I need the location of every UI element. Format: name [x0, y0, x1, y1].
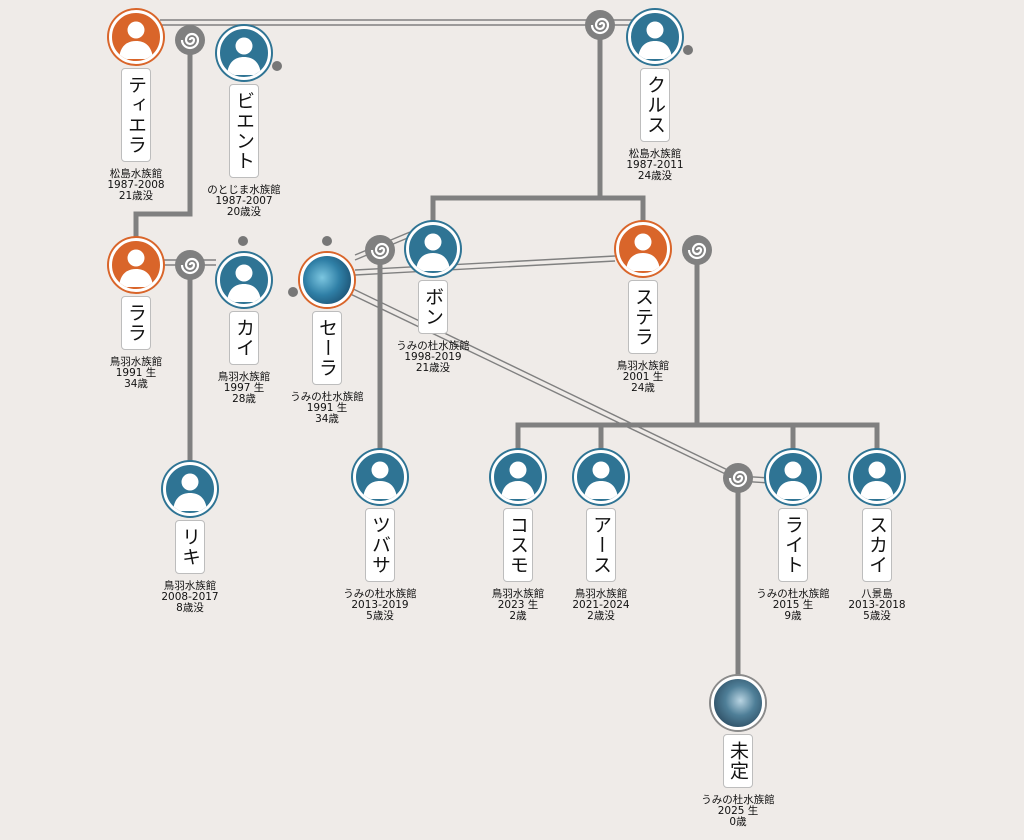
- person-age: 5歳没: [366, 610, 394, 622]
- person-years: 2025 生: [717, 805, 759, 817]
- person-age: 2歳: [509, 610, 527, 622]
- union-sutera: [682, 235, 712, 265]
- person-photo: [300, 253, 354, 307]
- union-tiera-biento: [175, 25, 205, 55]
- person-name: 未定: [723, 734, 753, 788]
- person-name: ララ: [121, 296, 151, 350]
- person-name: クルス: [640, 68, 670, 142]
- person-place: 鳥羽水族館: [163, 580, 217, 592]
- person-age: 28歳: [232, 393, 256, 405]
- person-place: うみの杜水族館: [343, 588, 417, 600]
- person-years: 1987-2008: [107, 179, 165, 191]
- person-age: 21歳没: [415, 362, 451, 374]
- person-name: ステラ: [628, 280, 658, 354]
- person-age: 2歳没: [587, 610, 615, 622]
- person-place: うみの杜水族館: [290, 391, 364, 403]
- person-age: 24歳: [631, 382, 655, 394]
- person-age: 24歳没: [637, 170, 673, 182]
- person-name: ティエラ: [121, 68, 151, 162]
- person-age: 0歳: [729, 816, 747, 828]
- person-years: 1987-2007: [215, 195, 273, 207]
- person-years: 1991 生: [306, 402, 348, 414]
- person-name: カイ: [229, 311, 259, 365]
- person-silhouette-icon: [491, 450, 545, 504]
- person-silhouette-icon: [766, 450, 820, 504]
- person-silhouette-icon: [616, 222, 670, 276]
- union-tiera-kurusu: [585, 10, 615, 40]
- person-name: ボン: [418, 280, 448, 334]
- person-name: アース: [586, 508, 616, 582]
- person-place: うみの杜水族館: [396, 340, 470, 352]
- person-age: 34歳: [315, 413, 339, 425]
- person-name: ライト: [778, 508, 808, 582]
- person-years: 1998-2019: [404, 351, 462, 363]
- person-silhouette-icon: [850, 450, 904, 504]
- person-place: うみの杜水族館: [701, 794, 775, 806]
- person-place: 鳥羽水族館: [616, 360, 670, 372]
- person-name: ツバサ: [365, 508, 395, 582]
- person-age: 8歳没: [176, 602, 204, 614]
- person-place: のとじま水族館: [207, 184, 281, 196]
- person-years: 2015 生: [772, 599, 814, 611]
- person-place: 八景島: [861, 588, 893, 600]
- person-name: スカイ: [862, 508, 892, 582]
- union-sera-bon: [365, 235, 395, 265]
- person-silhouette-icon: [353, 450, 407, 504]
- person-age: 34歳: [124, 378, 148, 390]
- person-name: コスモ: [503, 508, 533, 582]
- person-name: ビエント: [229, 84, 259, 178]
- person-years: 2013-2018: [848, 599, 906, 611]
- person-silhouette-icon: [217, 253, 271, 307]
- person-place: 松島水族館: [628, 148, 682, 160]
- person-place: 鳥羽水族館: [491, 588, 545, 600]
- person-years: 2021-2024: [572, 599, 630, 611]
- person-silhouette-icon: [217, 26, 271, 80]
- union-sera-raito: [723, 463, 753, 493]
- person-photo: [711, 676, 765, 730]
- person-years: 1987-2011: [626, 159, 684, 171]
- person-name: リキ: [175, 520, 205, 574]
- person-place: 鳥羽水族館: [109, 356, 163, 368]
- person-place: 鳥羽水族館: [217, 371, 271, 383]
- person-years: 2008-2017: [161, 591, 219, 603]
- person-age: 20歳没: [226, 206, 262, 218]
- person-years: 2001 生: [622, 371, 664, 383]
- person-place: 鳥羽水族館: [574, 588, 628, 600]
- person-silhouette-icon: [574, 450, 628, 504]
- person-silhouette-icon: [628, 10, 682, 64]
- person-years: 1997 生: [223, 382, 265, 394]
- person-years: 1991 生: [115, 367, 157, 379]
- person-silhouette-icon: [163, 462, 217, 516]
- person-place: うみの杜水族館: [756, 588, 830, 600]
- union-rara-kai: [175, 250, 205, 280]
- person-age: 21歳没: [118, 190, 154, 202]
- person-name: セーラ: [312, 311, 342, 385]
- person-age: 9歳: [784, 610, 802, 622]
- person-silhouette-icon: [109, 10, 163, 64]
- person-age: 5歳没: [863, 610, 891, 622]
- person-years: 2023 生: [497, 599, 539, 611]
- person-years: 2013-2019: [351, 599, 409, 611]
- person-silhouette-icon: [109, 238, 163, 292]
- person-silhouette-icon: [406, 222, 460, 276]
- person-place: 松島水族館: [109, 168, 163, 180]
